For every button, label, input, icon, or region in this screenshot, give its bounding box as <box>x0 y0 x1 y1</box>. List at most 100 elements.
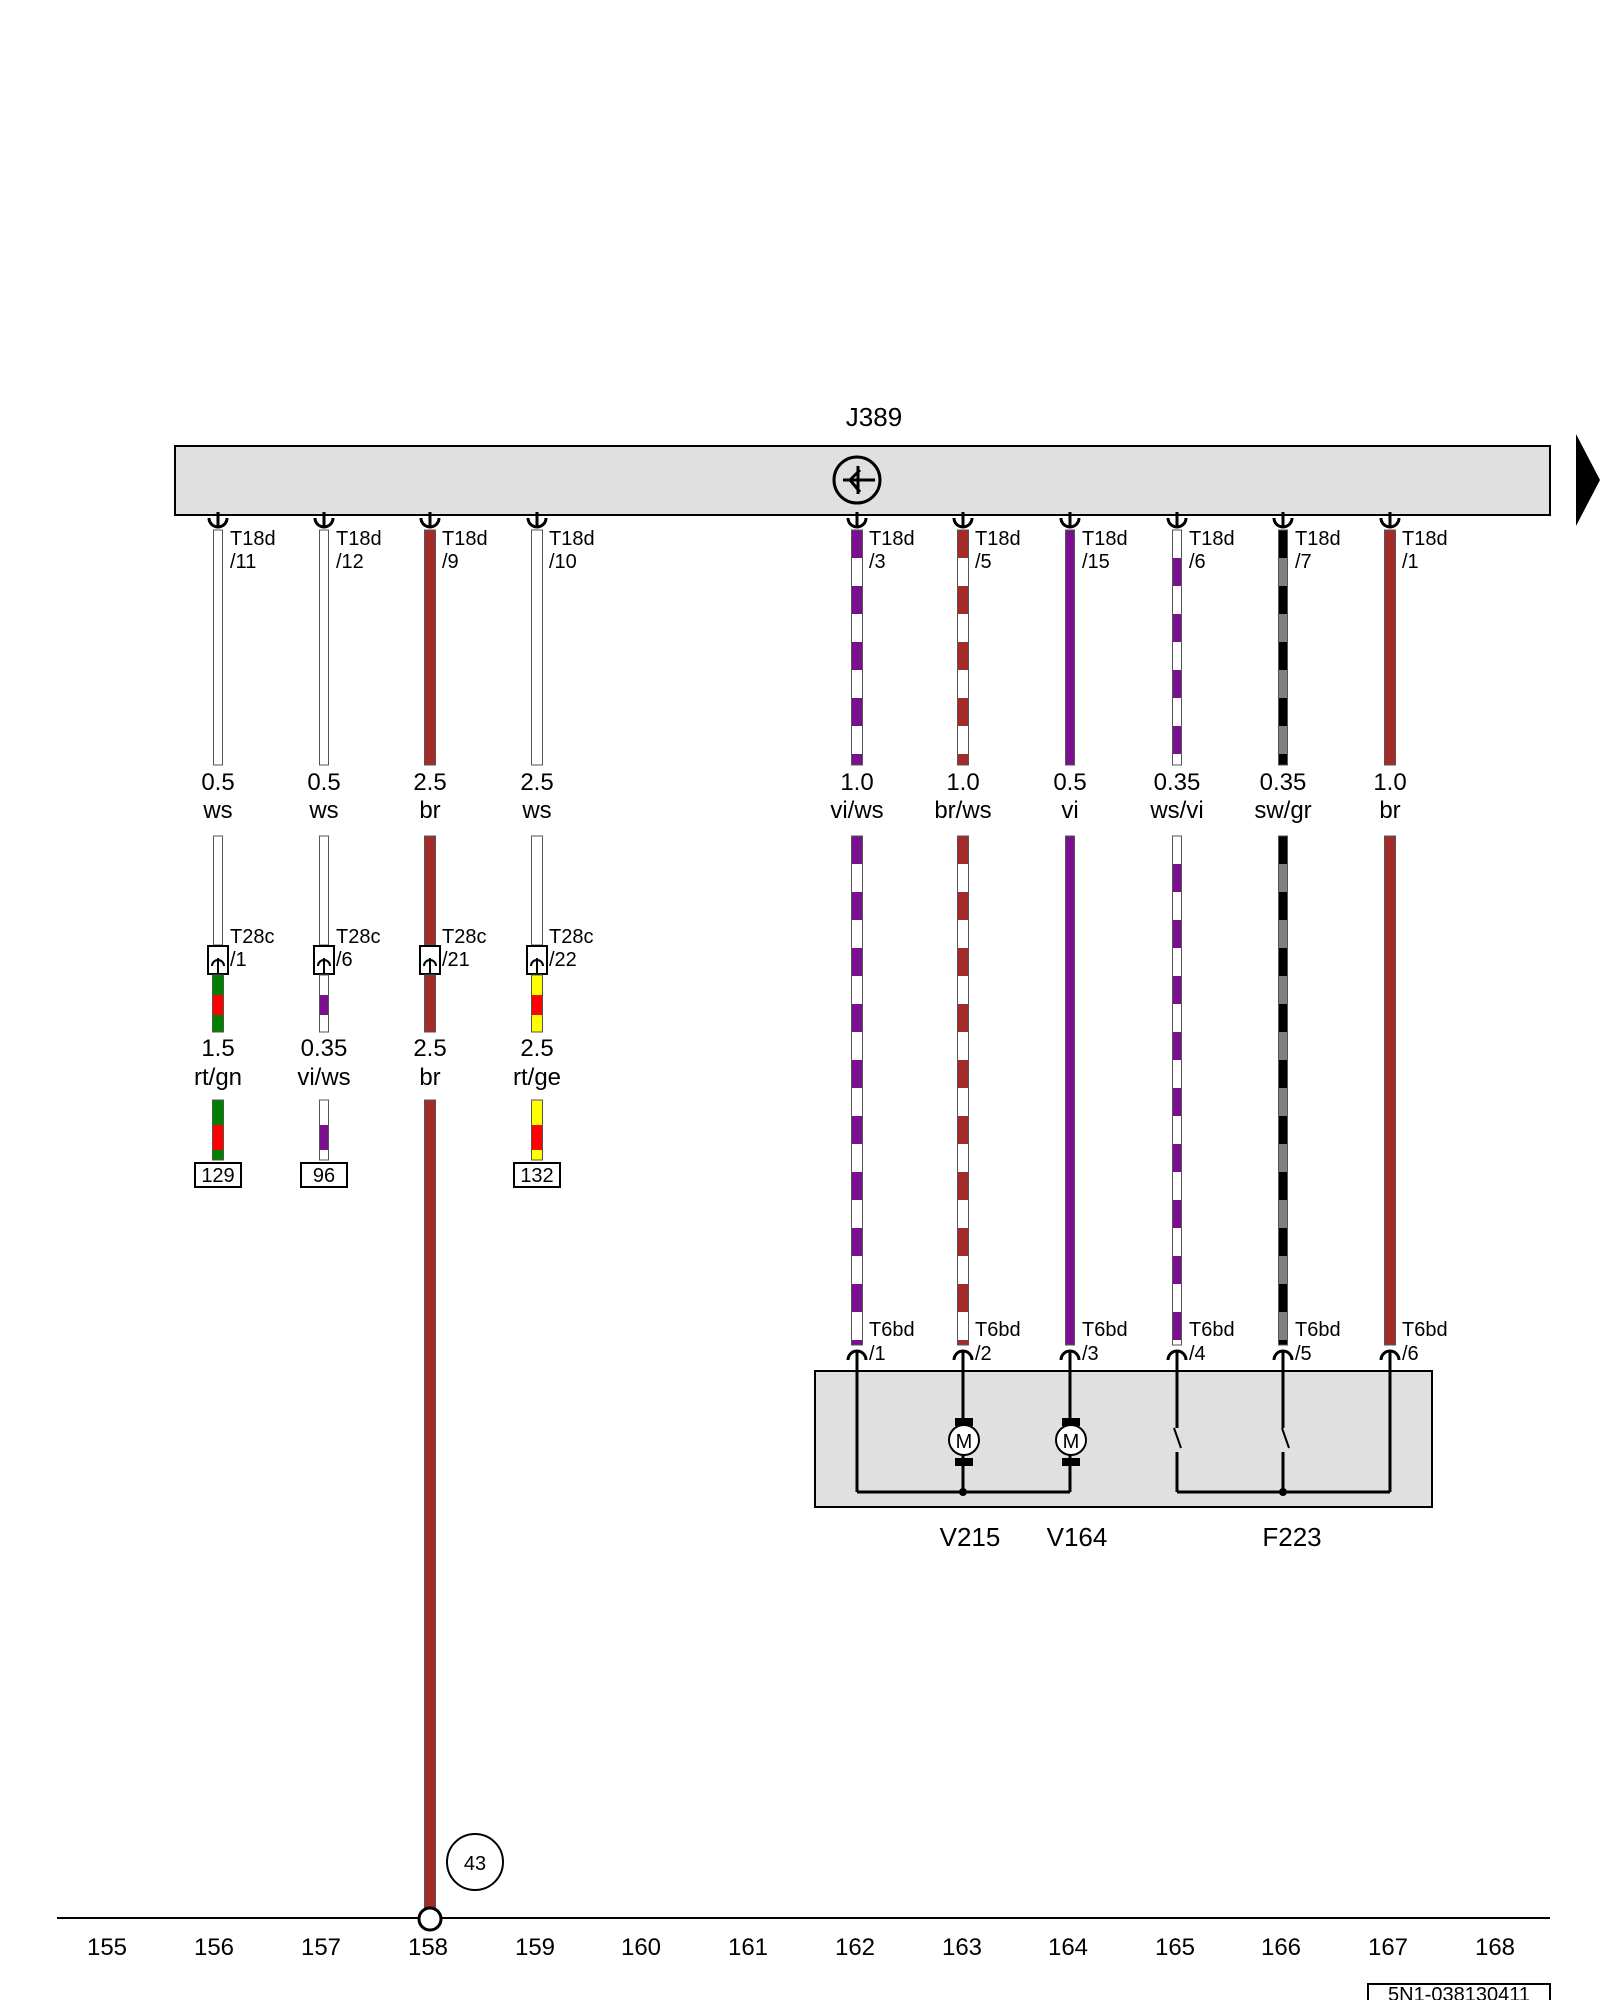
wire-size-0: 0.5 <box>201 769 234 796</box>
axis-tick-160: 160 <box>621 1934 661 1961</box>
wire-color-code-8: sw/gr <box>1254 797 1311 824</box>
axis-tick-168: 168 <box>1475 1934 1515 1961</box>
pin-number-0: /11 <box>230 551 256 573</box>
ref-box-label-1: 96 <box>313 1165 335 1187</box>
axis-tick-163: 163 <box>942 1934 982 1961</box>
wire-color-code-2: br <box>419 797 440 824</box>
wire-upper-5 <box>957 529 969 766</box>
pin-number-8: /7 <box>1295 551 1312 573</box>
axis-tick-158: 158 <box>408 1934 448 1961</box>
right-pin-label-0: T6bd <box>869 1319 915 1341</box>
wire-right-4 <box>851 835 863 1346</box>
axis-tick-156: 156 <box>194 1934 234 1961</box>
connector-label-2: T28c <box>442 926 486 948</box>
wire-mid-3 <box>531 835 543 946</box>
lower-color-code-3: rt/ge <box>513 1064 561 1091</box>
wire-upper-6 <box>1065 529 1075 766</box>
switch-f223-a <box>1170 1427 1182 1452</box>
axis-tick-159: 159 <box>515 1934 555 1961</box>
doc-id-box <box>1367 1983 1551 2000</box>
component-label-v215: V215 <box>940 1522 1001 1552</box>
ref-box-label-0: 129 <box>201 1165 234 1187</box>
pin-t18d-9 <box>419 512 441 529</box>
pin-t18d-7 <box>1272 512 1294 529</box>
ref-box-132 <box>513 1162 561 1188</box>
connector-number-2: /21 <box>442 949 470 971</box>
wire-color-code-6: vi <box>1061 797 1078 824</box>
wire-upper-3 <box>531 529 543 766</box>
pin-t6bd-5 <box>1272 1349 1294 1368</box>
wire-upper-1 <box>319 529 329 766</box>
axis-tick-164: 164 <box>1048 1934 1088 1961</box>
pin-number-7: /6 <box>1189 551 1206 573</box>
right-pin-number-4: /5 <box>1295 1343 1312 1365</box>
wire-size-7: 0.35 <box>1154 769 1201 796</box>
wire-size-6: 0.5 <box>1053 769 1086 796</box>
wire-mid-2 <box>424 835 436 946</box>
pin-number-6: /15 <box>1082 551 1110 573</box>
wire-color-code-1: ws <box>308 797 338 824</box>
continuation-arrow-icon <box>1576 434 1600 526</box>
wire-upper-4 <box>851 529 863 766</box>
wire-right-8 <box>1278 835 1288 1346</box>
pin-t18d-1 <box>1379 512 1401 529</box>
ground-ref-label: 43 <box>464 1853 486 1875</box>
pin-label-0: T18d <box>230 528 276 550</box>
wire-color-code-3: ws <box>521 797 551 824</box>
pin-t6bd-1 <box>846 1349 868 1368</box>
pin-t18d-15 <box>1059 512 1081 529</box>
ground-junction <box>417 1906 443 1932</box>
wire-lower-b-3 <box>531 1099 543 1161</box>
lower-size-0: 1.5 <box>201 1035 234 1062</box>
control-unit-symbol <box>832 455 882 505</box>
axis-tick-157: 157 <box>301 1934 341 1961</box>
pin-t18d-11 <box>207 512 229 529</box>
axis-tick-166: 166 <box>1261 1934 1301 1961</box>
ref-box-96 <box>300 1162 348 1188</box>
right-pin-label-3: T6bd <box>1189 1319 1235 1341</box>
motor-v164: M <box>1055 1418 1087 1466</box>
lower-size-3: 2.5 <box>520 1035 553 1062</box>
right-pin-number-5: /6 <box>1402 1343 1419 1365</box>
pin-label-2: T18d <box>442 528 488 550</box>
connector-t28c-6 <box>313 945 335 975</box>
wire-right-6 <box>1065 835 1075 1346</box>
pin-t6bd-2 <box>952 1349 974 1368</box>
wire-mid-0 <box>213 835 223 946</box>
connector-t28c-21 <box>419 945 441 975</box>
right-pin-label-4: T6bd <box>1295 1319 1341 1341</box>
pin-label-9: T18d <box>1402 528 1448 550</box>
ground-ref-circle <box>446 1833 504 1891</box>
wire-size-5: 1.0 <box>946 769 979 796</box>
motor-v164-symbol: M <box>1063 1431 1080 1453</box>
ref-box-label-3: 132 <box>520 1165 553 1187</box>
pin-t18d-6 <box>1166 512 1188 529</box>
control-unit-label: J389 <box>846 402 902 432</box>
wire-size-8: 0.35 <box>1260 769 1307 796</box>
connector-t28c-22 <box>526 945 548 975</box>
wire-size-2: 2.5 <box>413 769 446 796</box>
pin-label-5: T18d <box>975 528 1021 550</box>
component-label-f223: F223 <box>1262 1522 1321 1552</box>
axis-tick-165: 165 <box>1155 1934 1195 1961</box>
pin-number-2: /9 <box>442 551 459 573</box>
wire-color-code-0: ws <box>202 797 232 824</box>
ref-box-129 <box>194 1162 242 1188</box>
connector-number-0: /1 <box>230 949 247 971</box>
wire-size-4: 1.0 <box>840 769 873 796</box>
wire-upper-2 <box>424 529 436 766</box>
pin-label-7: T18d <box>1189 528 1235 550</box>
lower-color-code-1: vi/ws <box>297 1064 350 1091</box>
pin-t6bd-4 <box>1166 1349 1188 1368</box>
pin-t6bd-6 <box>1379 1349 1401 1368</box>
axis-tick-167: 167 <box>1368 1934 1408 1961</box>
motor-v215-symbol: M <box>956 1431 973 1453</box>
wire-upper-8 <box>1278 529 1288 766</box>
connector-label-3: T28c <box>549 926 593 948</box>
right-pin-number-3: /4 <box>1189 1343 1206 1365</box>
pin-label-4: T18d <box>869 528 915 550</box>
pin-label-8: T18d <box>1295 528 1341 550</box>
pin-number-9: /1 <box>1402 551 1419 573</box>
wire-color-code-9: br <box>1379 797 1400 824</box>
right-pin-number-1: /2 <box>975 1343 992 1365</box>
